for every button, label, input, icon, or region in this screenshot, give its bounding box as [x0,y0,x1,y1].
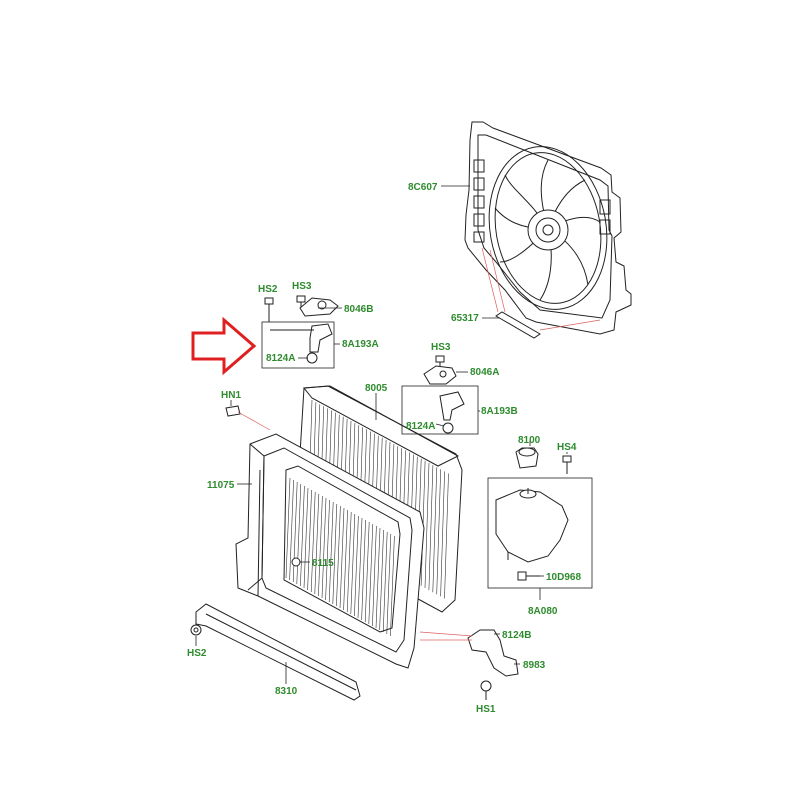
screw-hs4-icon [562,455,572,474]
right-mount-group [401,355,479,435]
label-8a193a: 8A193A [342,339,379,350]
deflector-8310 [195,603,361,701]
left-mount-group [261,295,339,369]
label-8a080: 8A080 [528,606,558,617]
fan-shroud-assembly [464,121,632,339]
label-8a193b: 8A193B [481,406,518,417]
bracket-8a193a-box [261,321,335,369]
label-8005: 8005 [365,383,388,394]
label-65317: 65317 [451,313,479,324]
lower-bracket-group [419,629,519,700]
screw-hs2-icon [264,297,274,322]
label-8124a-right: 8124A [406,421,435,432]
label-hs3-right: HS3 [431,342,451,353]
label-hn1: HN1 [221,390,241,401]
highlight-arrow-icon [191,316,257,376]
condenser-frame [235,433,425,669]
label-10d968: 10D968 [546,572,581,583]
clip-hn1-icon [225,405,241,417]
label-hs4: HS4 [557,442,577,453]
label-8124b: 8124B [502,630,531,641]
label-8115: 8115 [312,558,334,569]
label-hs3-top: HS3 [292,281,312,292]
label-8046a: 8046A [470,367,499,378]
bolt-8115-icon [291,557,301,567]
screw-hs2-bottom-icon [190,624,202,636]
mount-8046b-shape [299,297,339,317]
label-8046b: 8046B [344,304,373,315]
bracket-8a193b-box [401,385,479,435]
label-hs2-top: HS2 [258,284,278,295]
red-leaders-shroud [481,247,601,331]
label-11075: 11075 [207,480,235,491]
reservoir-group [487,447,593,589]
label-8124a-left: 8124A [266,353,295,364]
bolt-10d968-icon [517,571,540,581]
cap-8100-shape [515,447,539,469]
label-8983: 8983 [523,660,546,671]
leader-lines [195,185,568,684]
label-8100: 8100 [518,435,541,446]
part-labels: 8C607 65317 HS2 HS3 8046B 8A193A 8124A 8… [187,182,581,715]
screw-hs1-icon [480,680,492,700]
label-8c607: 8C607 [408,182,438,193]
label-hs2-bottom: HS2 [187,648,207,659]
label-hs1-bottom: HS1 [476,704,496,715]
label-8310: 8310 [275,686,298,697]
